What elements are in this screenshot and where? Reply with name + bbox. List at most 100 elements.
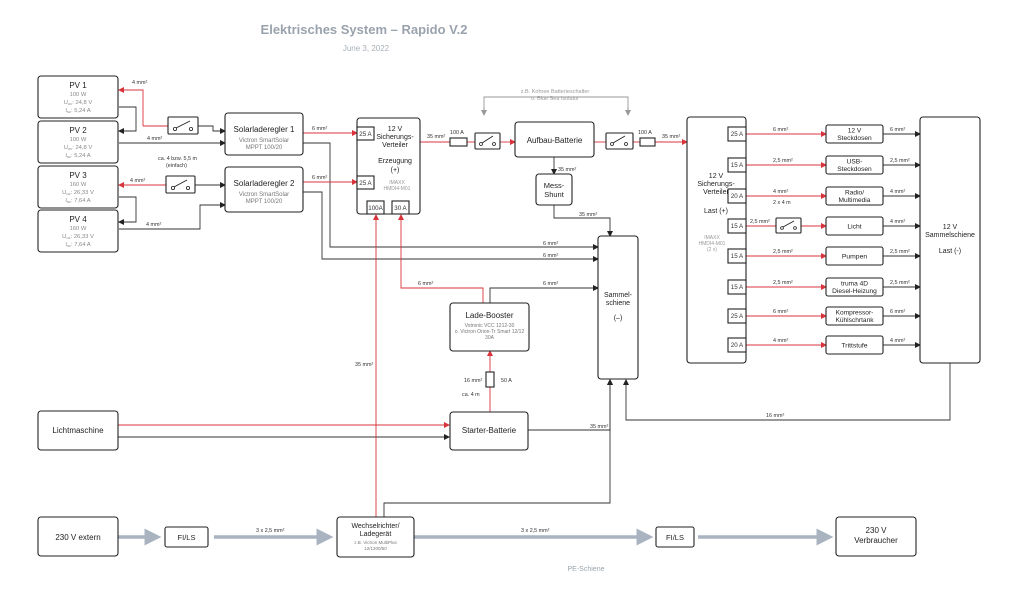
ac-loads-line-1: 230 V [866, 526, 888, 535]
load-wires [746, 131, 921, 348]
fuse-box-out-model-1: IMAXX [704, 235, 720, 241]
load-wire-in-label-6: 2,5 mm² [773, 280, 793, 286]
label-starter-16mm: 16 mm² [464, 378, 482, 384]
solar-controller-2-line1: Victron SmartSolar [239, 192, 289, 198]
busbar-neg-line-3: (–) [614, 315, 623, 322]
fuse-box-out-model-2: HMDI4-M01 [699, 241, 726, 247]
pv-2-name: PV 2 [69, 126, 87, 135]
load-wire-out-label-1: 6 mm² [890, 127, 905, 133]
fuse-in-1 [356, 126, 375, 141]
fuse-box-in-role-1: Erzeugung [378, 158, 412, 165]
pv-4-isc: Isc: 7,64 A [65, 242, 90, 248]
booster-name: Lade-Booster [465, 311, 513, 320]
label-booster-red-6mm: 6 mm² [418, 281, 433, 287]
fuse-box-in-title-3: Verteiler [382, 142, 408, 149]
load-wire-out-label-8: 4 mm² [890, 338, 905, 344]
load-box-5 [825, 246, 884, 266]
solar-controller-2-line2: MPPT 100/20 [246, 199, 283, 205]
load-fuse-label-8: 20 A [731, 342, 744, 349]
pv-1-isc: Isc: 5,24 A [65, 108, 90, 114]
fuse-box-out-title-1: 12 V [709, 173, 724, 180]
load-name-1-a: 12 V [848, 128, 862, 135]
load-box-4 [825, 216, 884, 236]
load-fuse-label-4: 15 A [731, 223, 744, 230]
switch-note-2: o. Blue Sea Isolator [531, 96, 579, 102]
pv-2-isc: Isc: 5,24 A [65, 153, 90, 159]
wire-labels: 4 mm² 4 mm² ca. 4 bzw. 5,5 m (einfach) 4… [130, 80, 784, 534]
load-wire-in-length-3: 2 x 4 m [773, 200, 791, 206]
load-fuse-3 [727, 188, 747, 204]
load-name-7-b: Kühlschrtank [835, 317, 874, 324]
load-wire-in-label-4: 2,5 mm² [750, 219, 770, 225]
pv-3-power: 160 W [70, 182, 87, 188]
pv-4-name: PV 4 [69, 215, 87, 224]
load-name-6-b: Diesel-Heizung [832, 288, 877, 295]
label-pv1-4mm: 4 mm² [132, 80, 147, 86]
load-name-5: Pumpen [842, 254, 868, 261]
pe-bar-label: PE-Schiene [568, 566, 605, 573]
load-fuse-6 [727, 279, 747, 295]
rcd-2: FI/LS [655, 526, 695, 548]
label-booster-neg-6mm: 6 mm² [543, 281, 558, 287]
fuse-100a-out [639, 137, 656, 147]
switch-main-out[interactable] [605, 132, 634, 150]
load-fuse-label-5: 15 A [731, 253, 744, 260]
booster-line-3: 30A [485, 335, 495, 341]
load-wire-in-label-5: 2,5 mm² [773, 249, 793, 255]
busbar-neg-line-2: schiene [606, 300, 630, 307]
busbar-load: 12 V Sammelschiene Last (-) [919, 116, 981, 364]
inverter-line-4: 12/1200/50 [364, 546, 387, 551]
label-fuse-50a: 50 A [501, 378, 512, 384]
label-reg2-6mm: 6 mm² [312, 175, 327, 181]
load-row-5: 15 A 2,5 mm² Pumpen 2,5 mm² [727, 246, 910, 266]
load-fuse-label-6: 15 A [731, 284, 744, 291]
switch-note: z.B. Kohree Batterieschalter o. Blue Sea… [521, 89, 590, 102]
load-fuse-label-3: 20 A [731, 193, 744, 200]
ac-source-label: 230 V extern [55, 533, 100, 542]
label-busout-35mm: 35 mm² [662, 134, 680, 140]
label-starter-neg-35mm: 35 mm² [590, 424, 608, 430]
label-pv3-4mm: 4 mm² [130, 178, 145, 184]
starter-battery-label: Starter-Batterie [462, 426, 517, 435]
label-reg1-neg-6mm: 6 mm² [543, 241, 558, 247]
load-box-1 [825, 124, 884, 144]
load-wire-in-label-8: 4 mm² [773, 338, 788, 344]
switch-main-in[interactable] [474, 132, 501, 150]
load-name-2-a: USB- [847, 159, 863, 166]
load-name-2-b: Steckdosen [837, 166, 872, 173]
load-wire-out-label-4: 4 mm² [890, 219, 905, 225]
pv-4-power: 160 W [70, 226, 87, 232]
load-name-7-a: Kompressor- [836, 310, 874, 317]
pv-2-power: 100 W [70, 137, 87, 143]
rcd-1-label: FI/LS [178, 533, 196, 542]
wires [118, 87, 951, 546]
load-wire-out-label-2: 2,5 mm² [890, 158, 910, 164]
fuse-box-out-title-2: Sicherungs- [697, 181, 735, 188]
label-pv3-length-2: (einfach) [166, 163, 187, 169]
fuse-in-1-label: 25 A [359, 131, 372, 138]
load-fuse-label-1: 25 A [731, 131, 744, 138]
load-wire-out-label-5: 2,5 mm² [890, 249, 910, 255]
house-battery: Aufbau-Batterie [514, 121, 595, 158]
load-wire-out-label-3: 4 mm² [890, 189, 905, 195]
load-name-4: Licht [847, 224, 861, 231]
switch-pv3[interactable] [165, 175, 196, 194]
label-starter-length: ca. 4 m [462, 392, 480, 398]
alternator-label: Lichtmaschine [52, 426, 104, 435]
busbar-load-line-1: 12 V [943, 224, 958, 231]
fuse-100a-in [449, 137, 468, 147]
label-busin-35mm: 35 mm² [427, 134, 445, 140]
shunt-line-2: Shunt [544, 190, 565, 199]
fuse-50a [485, 371, 495, 388]
fuse-box-in-model-2: HMDI4-M01 [384, 186, 411, 192]
switch-light[interactable] [775, 217, 802, 234]
inverter-line-1: Wechselrichter/ [351, 523, 399, 530]
label-shunt-bus-35mm: 35 mm² [579, 212, 597, 218]
load-fuse-label-7: 25 A [731, 313, 744, 320]
switch-pv1[interactable] [167, 116, 199, 135]
